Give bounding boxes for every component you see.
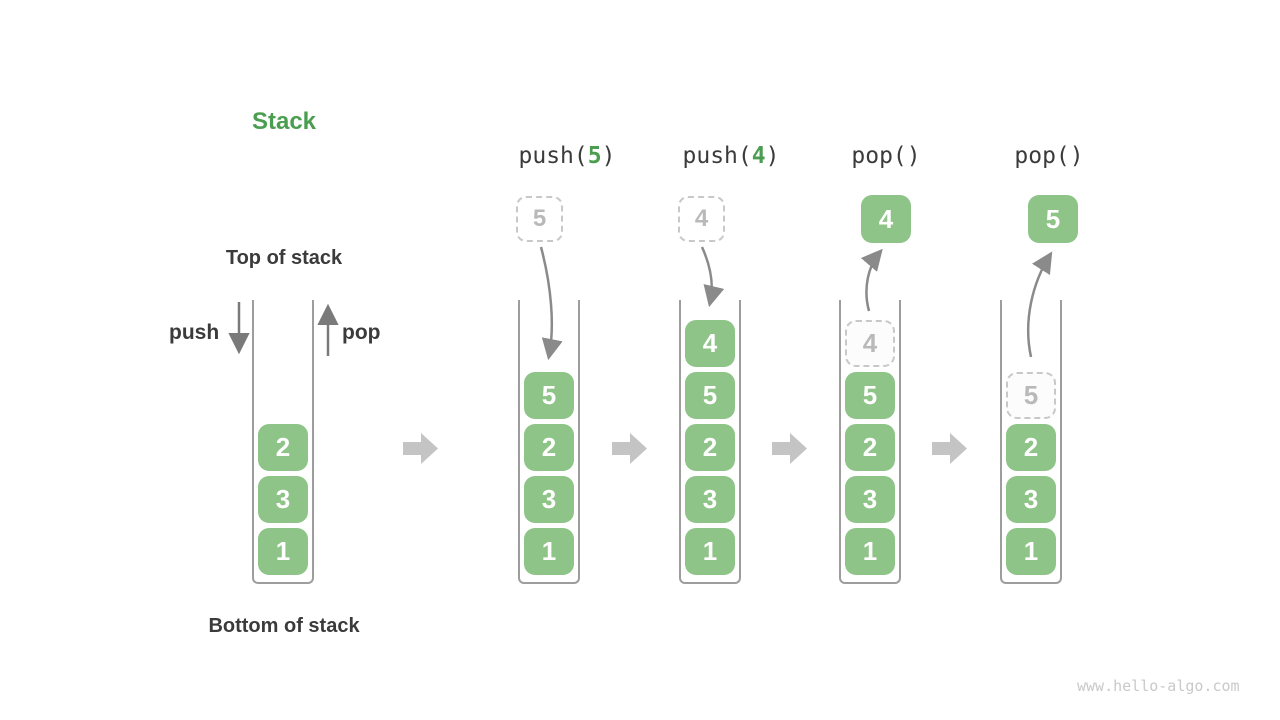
stack-container-after-pop-1: 4 5 2 3 1 [839,300,901,584]
stack-box: 2 [524,424,574,471]
pop-label: pop [342,321,381,344]
stack-box: 3 [1006,476,1056,523]
op-prefix: push( [518,143,588,169]
stack-box: 1 [845,528,895,575]
op-suffix: ) [601,143,616,169]
stack-container-initial: 2 3 1 [252,300,314,584]
op-suffix: ) [765,143,780,169]
stack-box: 3 [524,476,574,523]
top-of-stack-label: Top of stack [225,247,343,269]
incoming-value-box: 4 [678,196,725,242]
op-argument: 4 [751,143,766,169]
stack-box: 1 [258,528,308,575]
stack-box: 1 [685,528,735,575]
stack-container-after-push-5: 5 2 3 1 [518,300,580,584]
op-prefix: pop() [1014,143,1084,169]
stack-box: 2 [258,424,308,471]
stack-box: 3 [258,476,308,523]
stack-box: 3 [685,476,735,523]
push-label: push [169,321,220,344]
popped-value-box: 5 [1028,195,1078,243]
ghost-box: 4 [845,320,895,367]
watermark: www.hello-algo.com [1077,677,1240,695]
stack-box: 3 [845,476,895,523]
step-arrow-icon [612,433,647,464]
step-arrow-icon [932,433,967,464]
step-arrow-icon [403,433,438,464]
popped-value-box: 4 [861,195,911,243]
bottom-of-stack-label: Bottom of stack [208,615,360,637]
op-argument: 5 [587,143,602,169]
stack-container-after-push-4: 4 5 2 3 1 [679,300,741,584]
diagram-title: Stack [251,108,317,135]
stack-box: 1 [524,528,574,575]
stack-container-after-pop-2: 5 2 3 1 [1000,300,1062,584]
incoming-value-box: 5 [516,196,563,242]
step-arrow-icon [772,433,807,464]
stack-box: 4 [685,320,735,367]
operation-label-pop-1: pop() [851,143,920,169]
stack-box: 5 [524,372,574,419]
operation-label-push-5: push(5) [519,143,616,169]
op-prefix: pop() [851,143,921,169]
stack-box: 2 [845,424,895,471]
operation-label-push-4: push(4) [683,143,780,169]
stack-box: 5 [845,372,895,419]
stack-box: 2 [1006,424,1056,471]
op-prefix: push( [682,143,752,169]
stack-box: 2 [685,424,735,471]
operation-label-pop-2: pop() [1014,143,1083,169]
stack-box: 5 [685,372,735,419]
insert-arrow-icon [700,246,725,308]
stack-box: 1 [1006,528,1056,575]
ghost-box: 5 [1006,372,1056,419]
